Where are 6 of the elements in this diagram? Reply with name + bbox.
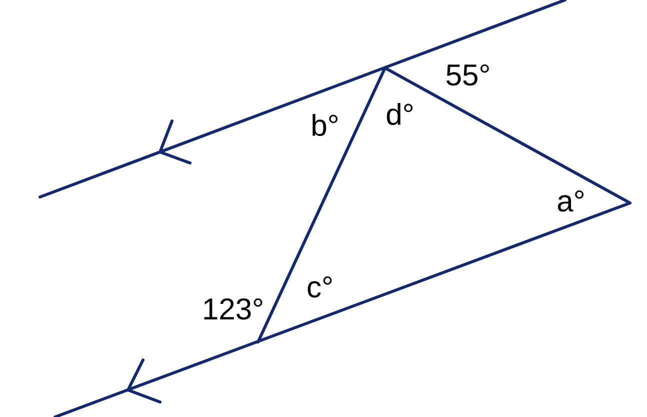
angle-label: d° xyxy=(386,102,413,126)
angle-label: 55° xyxy=(446,64,489,86)
angle-label: c° xyxy=(308,276,332,298)
angle-label: 123° xyxy=(204,298,262,320)
angle-label: b° xyxy=(312,114,338,136)
angle-label: a° xyxy=(558,190,584,212)
